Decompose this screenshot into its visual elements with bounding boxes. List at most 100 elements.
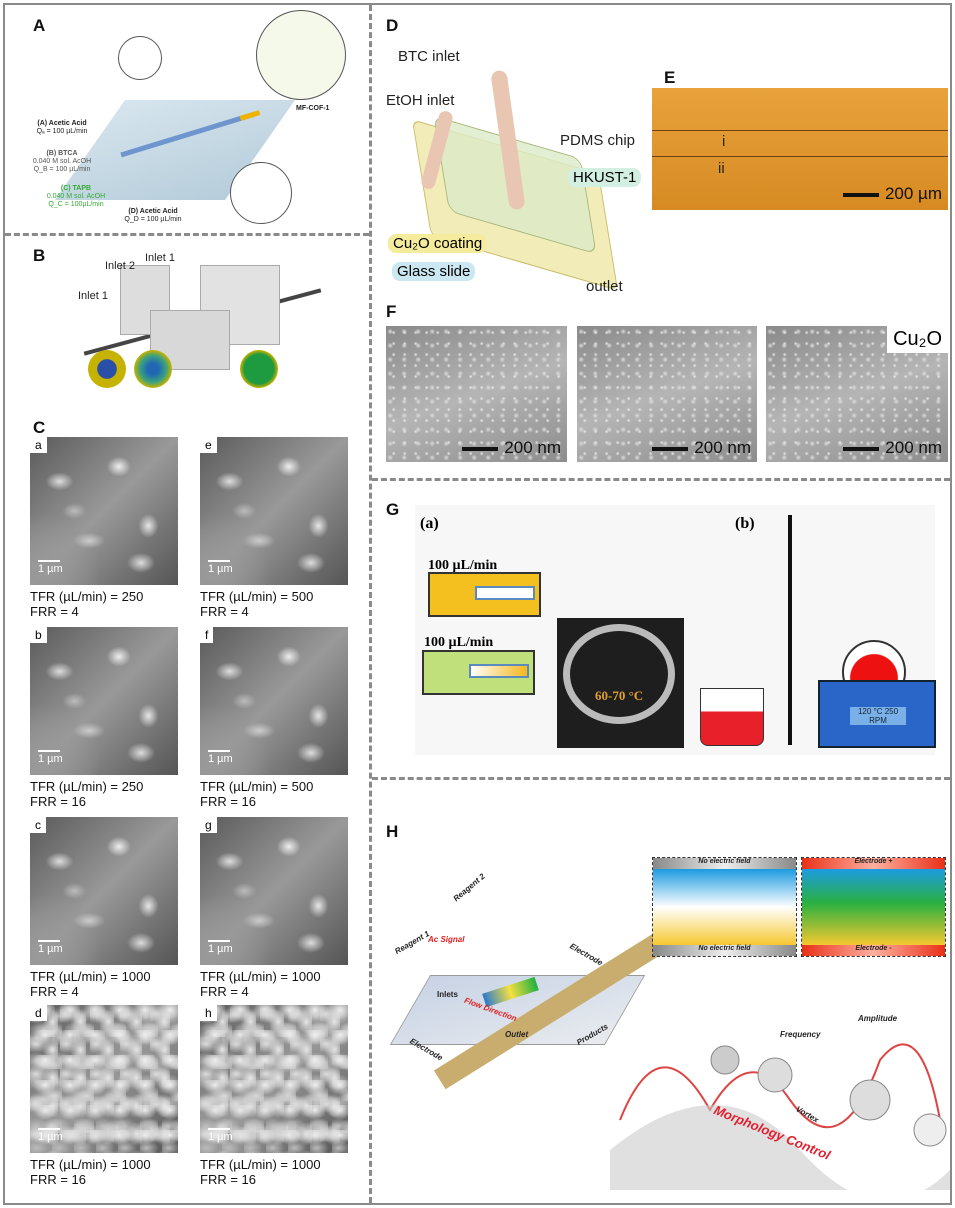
- heated-coil: 60-70 °C: [557, 618, 684, 748]
- cof-structure-circle: [256, 10, 346, 100]
- outlet-label-h: Outlet: [505, 1030, 529, 1039]
- scale-bar: 200 nm: [843, 438, 942, 458]
- panel-h-label: H: [386, 822, 399, 841]
- tfr-value: TFR (µL/min) = 250: [30, 779, 144, 794]
- inset-electric-field: Electrode + Electrode -: [801, 857, 946, 957]
- frr-value: FRR = 16: [30, 794, 86, 809]
- stream-i-label: i: [722, 133, 726, 150]
- hkust-label: HKUST-1: [568, 168, 642, 187]
- scale-bar: 1 µm: [38, 560, 63, 575]
- no-field-top: No electric field: [653, 858, 796, 869]
- sem-tag: a: [30, 437, 47, 453]
- inset-no-field: No electric field No electric field: [652, 857, 797, 957]
- electrode-minus: Electrode -: [802, 945, 945, 956]
- sem-tag: e: [200, 437, 217, 453]
- frr-value: FRR = 4: [200, 984, 249, 999]
- cu2o-label: Cu₂O: [887, 326, 948, 353]
- morphology-wave: [610, 1043, 950, 1190]
- block-3: [150, 310, 230, 370]
- flow-rate-2: 100 µL/min: [424, 635, 494, 650]
- panel-f-label: F: [386, 302, 397, 321]
- amplitude-label: Amplitude: [858, 1014, 898, 1023]
- cu2o-coating-label: Cu₂O coating: [388, 234, 488, 253]
- flow-rate-1: 100 µL/min: [428, 558, 498, 573]
- frr-value: FRR = 4: [30, 604, 79, 619]
- sem-f1: 200 nm: [386, 326, 567, 462]
- frr-value: FRR = 16: [30, 1172, 86, 1187]
- sem-tag: g: [200, 817, 217, 833]
- frr-value: FRR = 16: [200, 794, 256, 809]
- tfr-value: TFR (µL/min) = 500: [200, 589, 314, 604]
- tfr-value: TFR (µL/min) = 1000: [30, 969, 151, 984]
- frequency-label: Frequency: [780, 1030, 821, 1039]
- no-field-bottom: No electric field: [653, 945, 796, 956]
- tfr-value: TFR (µL/min) = 250: [30, 589, 144, 604]
- sem-image-d: d 1 µm: [30, 1005, 178, 1153]
- stand-rod: [788, 515, 792, 745]
- scale-bar: 1 µm: [38, 940, 63, 955]
- ac-signal-label: Ac Signal: [428, 935, 465, 944]
- panel-c-label: C: [33, 418, 46, 437]
- figure-frame: [3, 3, 952, 1205]
- scale-bar: 1 µm: [38, 1128, 63, 1143]
- panel-g-label: G: [386, 500, 400, 519]
- syringe-pump-1: [428, 572, 541, 617]
- frr-value: FRR = 4: [30, 984, 79, 999]
- tfr-value: TFR (µL/min) = 1000: [200, 1157, 321, 1172]
- tfr-value: TFR (µL/min) = 1000: [30, 1157, 151, 1172]
- sem-f2: 200 nm: [577, 326, 757, 462]
- inlet-1-top-label: Inlet 1: [145, 252, 175, 264]
- divider-a-b: [5, 233, 369, 236]
- vertical-divider: [369, 5, 372, 1203]
- sem-image-a: a 1 µm: [30, 437, 178, 585]
- scale-bar: 200 nm: [652, 438, 751, 458]
- sem-tag: h: [200, 1005, 217, 1021]
- divider-g-h: [372, 777, 950, 780]
- sem-image-e: e 1 µm: [200, 437, 348, 585]
- stream-ii-label: ii: [718, 160, 725, 177]
- sem-image-c: c 1 µm: [30, 817, 178, 965]
- electrode-plus: Electrode +: [802, 858, 945, 869]
- sub-b-label: (b): [735, 515, 755, 532]
- inlets-label: Inlets: [437, 990, 458, 999]
- scale-bar: 1 µm: [208, 560, 233, 575]
- sem-tag: d: [30, 1005, 47, 1021]
- cross-section-2: [134, 350, 172, 388]
- frr-value: FRR = 16: [200, 1172, 256, 1187]
- sem-f3: 200 nm Cu₂O: [766, 326, 948, 462]
- coil-temperature: 60-70 °C: [595, 688, 644, 703]
- scale-bar: 1 µm: [208, 750, 233, 765]
- pdms-chip-label: PDMS chip: [560, 132, 636, 149]
- outlet-label: outlet: [586, 278, 623, 295]
- hotplate-stirrer: 120 °C 250 RPM: [818, 680, 936, 748]
- product-label: MF-COF-1: [296, 105, 330, 112]
- panel-a-label: A: [33, 16, 46, 35]
- frr-value: FRR = 4: [200, 604, 249, 619]
- scale-bar: 200 nm: [462, 438, 561, 458]
- syringe-pump-2: [422, 650, 535, 695]
- sem-image-f: f 1 µm: [200, 627, 348, 775]
- tapb-structure-circle: [230, 162, 292, 224]
- divider-f-g: [372, 478, 950, 481]
- panel-b-label: B: [33, 246, 46, 265]
- micrograph-e: i ii 200 µm: [652, 88, 948, 210]
- scale-bar: 1 µm: [38, 750, 63, 765]
- sem-tag: f: [200, 627, 214, 643]
- glass-slide-label: Glass slide: [392, 262, 476, 281]
- inlet-1-left-label: Inlet 1: [78, 290, 108, 302]
- cross-section-3: [240, 350, 278, 388]
- sem-tag: c: [30, 817, 46, 833]
